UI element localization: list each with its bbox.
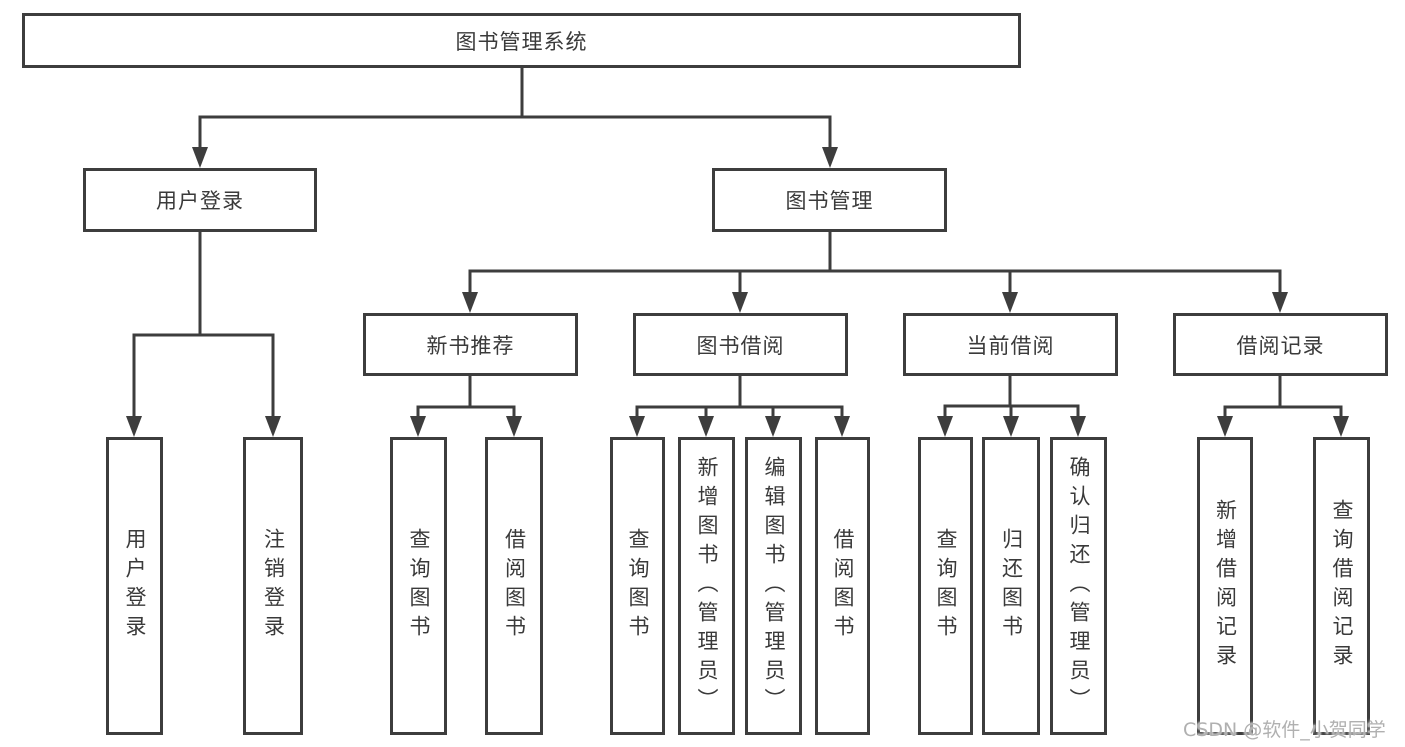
arrow-icon xyxy=(1002,292,1018,313)
arrowheads xyxy=(126,147,1349,437)
edge-borrowrecords-to-leaves xyxy=(1223,374,1343,422)
node-book-borrowing: 图书借阅 xyxy=(633,313,848,376)
leaf-query-books-borrowing: 查询图书 xyxy=(610,437,665,735)
arrow-icon xyxy=(1070,416,1086,437)
leaf-query-borrow-record-label: 查询借阅记录 xyxy=(1330,499,1355,673)
leaf-add-book-admin-label: 新增图书（管理员） xyxy=(695,455,720,717)
arrow-icon xyxy=(698,416,714,437)
arrow-icon xyxy=(732,292,748,313)
leaf-user-login: 用户登录 xyxy=(106,437,163,735)
arrow-icon xyxy=(629,416,645,437)
leaf-add-borrow-record-label: 新增借阅记录 xyxy=(1213,499,1238,673)
node-library-management-system: 图书管理系统 xyxy=(22,13,1021,68)
arrow-icon xyxy=(126,416,142,437)
node-borrowing-records: 借阅记录 xyxy=(1173,313,1388,376)
arrow-icon xyxy=(937,416,953,437)
edge-bookborrow-to-leaves xyxy=(635,374,844,422)
leaf-query-books-borrowing-label: 查询图书 xyxy=(626,528,651,644)
leaf-return-book: 归还图书 xyxy=(982,437,1040,735)
arrow-icon xyxy=(462,292,478,313)
leaf-query-books-recommendation-label: 查询图书 xyxy=(407,528,432,644)
arrow-icon xyxy=(1333,416,1349,437)
leaf-query-books-current: 查询图书 xyxy=(918,437,973,735)
csdn-watermark: CSDN @软件_小贺同学 xyxy=(1183,719,1386,741)
leaf-query-borrow-record: 查询借阅记录 xyxy=(1313,437,1370,735)
node-current-borrowing: 当前借阅 xyxy=(903,313,1118,376)
leaf-borrow-books-recommendation: 借阅图书 xyxy=(485,437,543,735)
leaf-user-login-label: 用户登录 xyxy=(123,528,148,644)
arrow-icon xyxy=(265,416,281,437)
node-user-login: 用户登录 xyxy=(83,168,317,232)
edge-bookmgmt-to-level3 xyxy=(468,230,1282,297)
leaf-add-book-admin: 新增图书（管理员） xyxy=(678,437,735,735)
arrow-icon xyxy=(506,416,522,437)
leaf-add-borrow-record: 新增借阅记录 xyxy=(1197,437,1253,735)
leaf-borrow-books-borrowing: 借阅图书 xyxy=(815,437,870,735)
leaf-confirm-return-admin: 确认归还（管理员） xyxy=(1050,437,1107,735)
arrow-icon xyxy=(1272,292,1288,313)
arrow-icon xyxy=(822,147,838,168)
node-new-book-recommendation: 新书推荐 xyxy=(363,313,578,376)
leaf-borrow-books-recommendation-label: 借阅图书 xyxy=(502,528,527,644)
connector-strokes xyxy=(132,66,1343,422)
leaf-query-books-recommendation: 查询图书 xyxy=(390,437,447,735)
leaf-logout-label: 注销登录 xyxy=(261,528,286,644)
leaf-edit-book-admin-label: 编辑图书（管理员） xyxy=(762,455,787,717)
edge-userlogin-to-leaves xyxy=(132,230,275,421)
arrow-icon xyxy=(765,416,781,437)
arrow-icon xyxy=(192,147,208,168)
leaf-logout: 注销登录 xyxy=(243,437,303,735)
leaf-confirm-return-admin-label: 确认归还（管理员） xyxy=(1067,455,1092,717)
arrow-icon xyxy=(834,416,850,437)
leaf-query-books-current-label: 查询图书 xyxy=(934,528,959,644)
arrow-icon xyxy=(410,416,426,437)
leaf-edit-book-admin: 编辑图书（管理员） xyxy=(745,437,802,735)
edge-root-to-level2 xyxy=(198,66,832,152)
node-book-management: 图书管理 xyxy=(712,168,947,232)
arrow-icon xyxy=(1003,416,1019,437)
leaf-borrow-books-borrowing-label: 借阅图书 xyxy=(831,528,856,644)
arrow-icon xyxy=(1217,416,1233,437)
edge-currentborrow-to-leaves xyxy=(943,374,1080,421)
leaf-return-book-label: 归还图书 xyxy=(999,528,1024,644)
edge-newbookrec-to-leaves xyxy=(416,374,516,422)
